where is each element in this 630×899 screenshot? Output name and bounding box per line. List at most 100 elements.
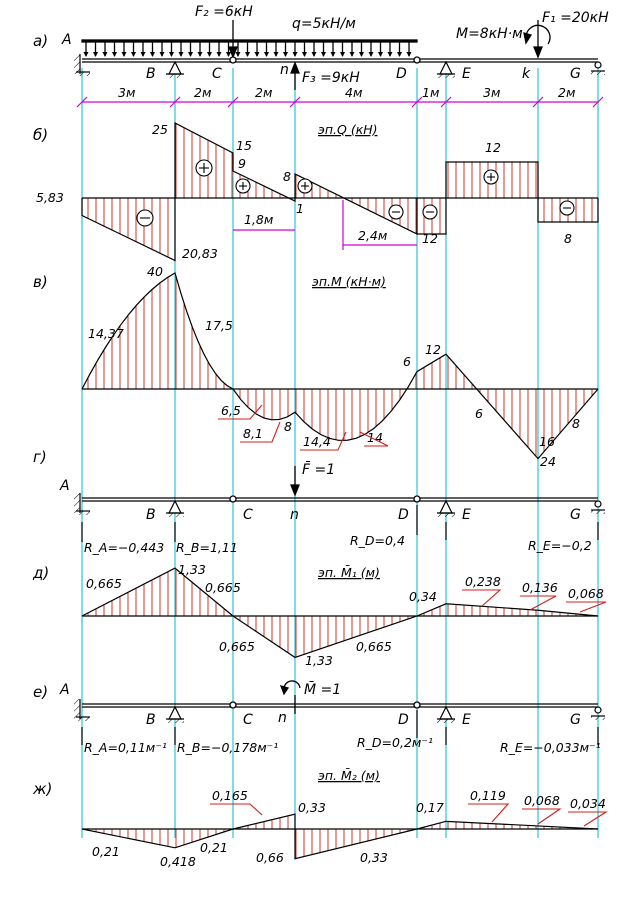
M1-val-0.068: 0,068 — [568, 586, 604, 601]
section-label-b: б) — [33, 126, 48, 144]
M-val-12: 12 — [425, 342, 441, 357]
q-arrow-head — [321, 52, 326, 57]
q-arrow-head — [330, 52, 336, 57]
point-label-n-g: n — [290, 507, 299, 523]
Q-val-8: 8 — [283, 169, 291, 184]
reaction-RE-e: R_E=−0,033м⁻¹ — [500, 740, 601, 755]
q-arrow-head — [140, 52, 146, 57]
M1-val-1.33-b: 1,33 — [305, 653, 333, 668]
M1-val-0.665-a: 0,665 — [86, 576, 122, 591]
q-arrow-head — [188, 52, 193, 57]
diagram-M1-title: эп. M̄₁ (м) — [318, 565, 380, 580]
point-label-D: D — [396, 66, 407, 82]
q-arrow-head — [235, 52, 241, 57]
diagram-hatching — [87, 123, 593, 859]
point-label-n-e: n — [278, 710, 287, 726]
M-val-14.4: 14,4 — [303, 434, 331, 449]
support-A-hatch — [74, 54, 80, 74]
vertical-guide-lines — [81, 68, 599, 838]
q-arrow-head — [292, 52, 298, 57]
beam-e — [82, 680, 598, 714]
diagram-Q-title: эп.Q (кН) — [318, 122, 378, 137]
support-E — [439, 60, 453, 75]
support-E-g-hatch — [437, 513, 455, 517]
M-val-8.1: 8,1 — [243, 426, 263, 441]
M1-val-0.34: 0,34 — [409, 589, 437, 604]
q-arrow-head — [93, 52, 98, 57]
q-arrow-head — [121, 52, 127, 57]
reaction-RD-g: R_D=0,4 — [350, 533, 405, 548]
M2-leaders — [210, 803, 608, 827]
q-arrow-head — [340, 52, 345, 57]
q-arrow-head — [216, 52, 222, 57]
Q-val-1: 1 — [296, 201, 304, 216]
Q-val-12-bottom: 12 — [422, 231, 438, 246]
load-F3: F₃ =9кН — [302, 70, 360, 86]
q-arrow-head — [226, 52, 231, 57]
span-tick-3 — [289, 96, 301, 108]
Q-val-25: 25 — [152, 122, 168, 137]
span-tick-4 — [411, 96, 423, 108]
M-leaders — [218, 404, 389, 451]
M1-val-0.665-d: 0,665 — [356, 639, 392, 654]
M-val-8-right: 8 — [572, 416, 580, 431]
support-G — [594, 61, 602, 69]
section-label-d: д) — [32, 564, 49, 582]
point-label-k: k — [522, 66, 531, 82]
support-A-e-hatch — [74, 699, 80, 719]
span-tick-5 — [440, 96, 452, 108]
supports-e — [74, 699, 605, 745]
support-A-base-hatch — [76, 72, 90, 76]
M1-diagram — [81, 567, 599, 659]
support-G-e-hatch — [591, 716, 605, 720]
M2-val-0.66: 0,66 — [256, 850, 284, 865]
q-arrow-head — [264, 52, 269, 57]
Q-val-15: 15 — [236, 138, 252, 153]
support-B-g — [168, 499, 182, 514]
point-label-D-e: D — [398, 712, 409, 728]
q-arrow-head — [311, 52, 317, 57]
q-arrow-head — [83, 52, 89, 57]
beam-g — [82, 466, 598, 503]
q-arrow-head — [397, 52, 402, 57]
section-label-e: е) — [33, 683, 48, 701]
section-label-zh: ж) — [32, 780, 52, 798]
reaction-RE-g: R_E=−0,2 — [528, 538, 592, 553]
point-label-B: B — [146, 66, 156, 82]
load-F1: F₁ =20кН — [542, 10, 609, 26]
unit-force-label: F̄ =1 — [302, 460, 335, 478]
M-val-40: 40 — [147, 264, 163, 279]
point-label-E-g: E — [462, 507, 471, 523]
support-B-e — [168, 705, 182, 720]
beam-a — [81, 20, 598, 90]
M2-val-0.33-b: 0,33 — [360, 850, 388, 865]
Q-dim-1.8: 1,8м — [244, 212, 273, 227]
Q-val-12-top: 12 — [485, 140, 501, 155]
q-arrow-head — [406, 52, 412, 57]
span-5: 1м — [422, 85, 439, 100]
M-val-24: 24 — [540, 454, 556, 469]
diagram-outlines — [81, 122, 599, 860]
M2-val-0.165: 0,165 — [212, 788, 248, 803]
unit-moment-label: M̄ =1 — [304, 680, 341, 698]
M1-val-0.665-c: 0,665 — [219, 639, 255, 654]
q-arrow-head — [245, 52, 250, 57]
q-arrow-head — [349, 52, 355, 57]
q-arrow-head — [150, 52, 155, 57]
diagram-M2-title: эп. M̄₂ (м) — [318, 768, 380, 783]
span-2: 2м — [194, 85, 211, 100]
reaction-RB-g: R_B=1,11 — [176, 540, 238, 555]
reaction-RA-e: R_A=0,11м⁻¹ — [84, 740, 167, 755]
M2-val-0.21-a: 0,21 — [92, 844, 120, 859]
span-1: 3м — [118, 85, 135, 100]
q-arrow-head — [169, 52, 174, 57]
M2-val-0.068: 0,068 — [524, 793, 560, 808]
q-arrow-head — [387, 52, 393, 57]
support-G-g — [594, 500, 602, 508]
support-B-hatch — [166, 74, 184, 78]
section-label-a: а) — [33, 32, 48, 50]
support-B — [168, 60, 182, 75]
span-6: 3м — [483, 85, 500, 100]
span-tick-2 — [227, 96, 239, 108]
